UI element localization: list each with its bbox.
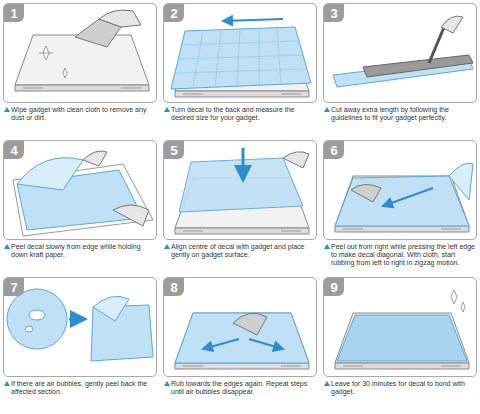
number-tab: 1 [4, 4, 24, 22]
step-number: 7 [5, 280, 22, 295]
step-number: 8 [165, 280, 182, 295]
step-caption: Rub towards the edges again. Repeat step… [171, 380, 307, 395]
step-panel: 8Rub towards the edges again. Repeat ste… [163, 277, 317, 413]
step-illustration [335, 290, 469, 369]
step-panel: 7 If there are air bubbles, gently peel b… [3, 277, 157, 413]
bullet-triangle [164, 107, 170, 112]
step-illustration [15, 10, 149, 91]
bullet-triangle [4, 244, 10, 249]
step-illustration [7, 289, 153, 361]
panel-frame: 8 [163, 277, 317, 377]
step-illustration [333, 16, 473, 87]
step-caption-wrap: Rub towards the edges again. Repeat step… [163, 380, 317, 396]
step-number: 2 [165, 6, 182, 21]
panel-frame: 9 [323, 277, 477, 377]
step-illustration [171, 19, 311, 97]
step-caption: Cut away extra length by following the g… [331, 106, 449, 121]
bullet-triangle [164, 381, 170, 386]
step-panel: 2Turn decal to the back and measure the … [163, 3, 317, 139]
step-illustration [13, 151, 153, 236]
step-caption: Wipe gadget with clean cloth to remove a… [11, 106, 146, 121]
step-caption-wrap: Leave for 30 minutes for decal to bond w… [323, 380, 477, 396]
step-number: 3 [325, 6, 342, 21]
step-number: 4 [5, 143, 22, 158]
step-number: 1 [5, 6, 22, 21]
bullet-triangle [324, 107, 330, 112]
panel-frame: 2 [163, 3, 317, 103]
number-tab: 9 [324, 278, 344, 296]
bullet-triangle [4, 381, 10, 386]
number-tab: 5 [164, 141, 184, 159]
step-panel: 1Wipe gadget with clean cloth to remove … [3, 3, 157, 139]
step-panel: 5Align centre of decal with gadget and p… [163, 140, 317, 276]
panel-frame: 1 [3, 3, 157, 103]
step-caption: Leave for 30 minutes for decal to bond w… [331, 380, 465, 395]
step-caption-wrap: Peel decal slowly from edge while holdin… [3, 243, 157, 259]
step-number: 6 [325, 143, 342, 158]
bullet-triangle [324, 244, 330, 249]
step-panel: 9Leave for 30 minutes for decal to bond … [323, 277, 477, 413]
step-panel: 6Peel out from right while pressing the … [323, 140, 477, 276]
step-caption: Peel out from right while pressing the l… [331, 243, 475, 266]
step-caption-wrap: Peel out from right while pressing the l… [323, 243, 477, 267]
panel-frame: 7 [3, 277, 157, 377]
step-caption-wrap: Align centre of decal with gadget and pl… [163, 243, 317, 259]
step-illustration [175, 313, 309, 369]
step-caption-wrap: Turn decal to the back and measure the d… [163, 106, 317, 122]
step-panel: 3Cut away extra length by following the … [323, 3, 477, 139]
step-illustration [335, 163, 473, 232]
step-panel: 4Peel decal slowly from edge while holdi… [3, 140, 157, 276]
step-caption: Turn decal to the back and measure the d… [171, 106, 294, 121]
step-caption: Align centre of decal with gadget and pl… [171, 243, 304, 258]
bullet-triangle [4, 107, 10, 112]
step-caption-wrap: Cut away extra length by following the g… [323, 106, 477, 122]
step-caption: Peel decal slowly from edge while holdin… [11, 243, 141, 258]
step-number: 9 [325, 280, 342, 295]
number-tab: 6 [324, 141, 344, 159]
panel-frame: 6 [323, 140, 477, 240]
number-tab: 4 [4, 141, 24, 159]
number-tab: 3 [324, 4, 344, 22]
panel-frame: 3 [323, 3, 477, 103]
step-caption: If there are air bubbles, gently peel ba… [11, 380, 147, 395]
bullet-triangle [324, 381, 330, 386]
step-illustration [175, 148, 309, 234]
number-tab: 2 [164, 4, 184, 22]
panel-frame: 4 [3, 140, 157, 240]
number-tab: 7 [4, 278, 24, 296]
bullet-triangle [164, 244, 170, 249]
step-caption-wrap: Wipe gadget with clean cloth to remove a… [3, 106, 157, 122]
step-caption-wrap: If there are air bubbles, gently peel ba… [3, 380, 157, 396]
number-tab: 8 [164, 278, 184, 296]
step-number: 5 [165, 143, 182, 158]
panel-frame: 5 [163, 140, 317, 240]
